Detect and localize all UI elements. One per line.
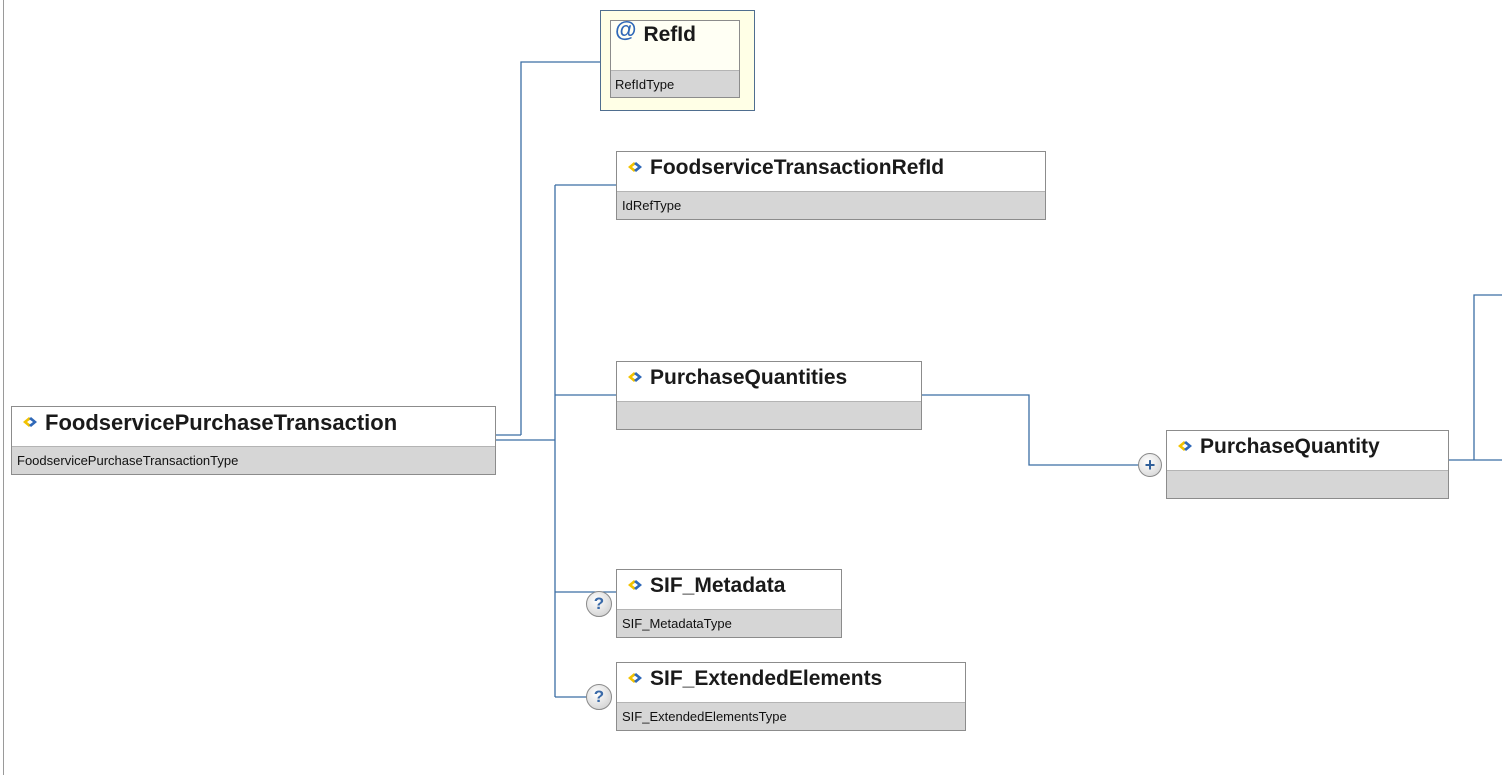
refid-attribute-name: RefId [643,23,696,46]
root-element-title: FoodservicePurchaseTransaction [12,407,495,438]
connector-purchase-quantity-out [1449,294,1502,461]
purchase-quantity-type [1167,470,1448,498]
sif-extended-elements-title: SIF_ExtendedElements [617,663,965,694]
element-icon [628,371,642,382]
root-element-type: FoodservicePurchaseTransactionType [12,446,495,474]
sif-extended-elements-type: SIF_ExtendedElementsType [617,702,965,730]
question-mark-icon: ? [586,591,612,617]
purchase-quantities-title: PurchaseQuantities [617,362,921,393]
purchase-quantities-name: PurchaseQuantities [650,365,848,389]
connector-to-refid [520,61,600,435]
purchase-quantities-type [617,401,921,429]
transaction-refid-name: FoodserviceTransactionRefId [650,155,945,179]
expand-badge-label: + [1144,454,1156,475]
refid-attribute-node: @ RefId RefIdType [610,17,740,98]
transaction-refid-node[interactable]: FoodserviceTransactionRefId IdRefType [616,151,1046,220]
purchase-quantities-node[interactable]: PurchaseQuantities [616,361,922,430]
connector-to-purchase-quantity [921,394,1138,466]
plus-icon[interactable]: + [1138,453,1162,477]
question-mark-icon: ? [586,684,612,710]
at-sign-icon: @ [615,17,637,42]
refid-attribute-type: RefIdType [611,70,739,97]
transaction-refid-type: IdRefType [617,191,1045,219]
left-edge-line [3,0,4,775]
purchase-quantity-name: PurchaseQuantity [1200,434,1380,458]
root-element-name: FoodservicePurchaseTransaction [45,409,398,435]
sif-metadata-name: SIF_Metadata [650,573,786,597]
refid-attribute-title: @ RefId [611,17,739,49]
transaction-refid-title: FoodserviceTransactionRefId [617,152,1045,183]
sif-extended-elements-node[interactable]: SIF_ExtendedElements SIF_ExtendedElement… [616,662,966,731]
connector-root-to-sequence [495,434,555,441]
optional-badge-label: ? [593,594,605,613]
purchase-quantity-node[interactable]: PurchaseQuantity [1166,430,1449,499]
sif-metadata-type: SIF_MetadataType [617,609,841,637]
optional-badge-label: ? [593,687,605,706]
element-icon [628,579,642,590]
sif-metadata-title: SIF_Metadata [617,570,841,601]
sif-metadata-node[interactable]: SIF_Metadata SIF_MetadataType [616,569,842,638]
element-icon [628,672,642,683]
root-element-node[interactable]: FoodservicePurchaseTransaction Foodservi… [11,406,496,475]
purchase-quantity-title: PurchaseQuantity [1167,431,1448,462]
sif-extended-elements-name: SIF_ExtendedElements [650,666,883,690]
element-icon [628,161,642,172]
element-icon [1178,440,1192,451]
refid-attribute-frame[interactable]: @ RefId RefIdType [600,10,755,111]
element-icon [23,416,37,427]
